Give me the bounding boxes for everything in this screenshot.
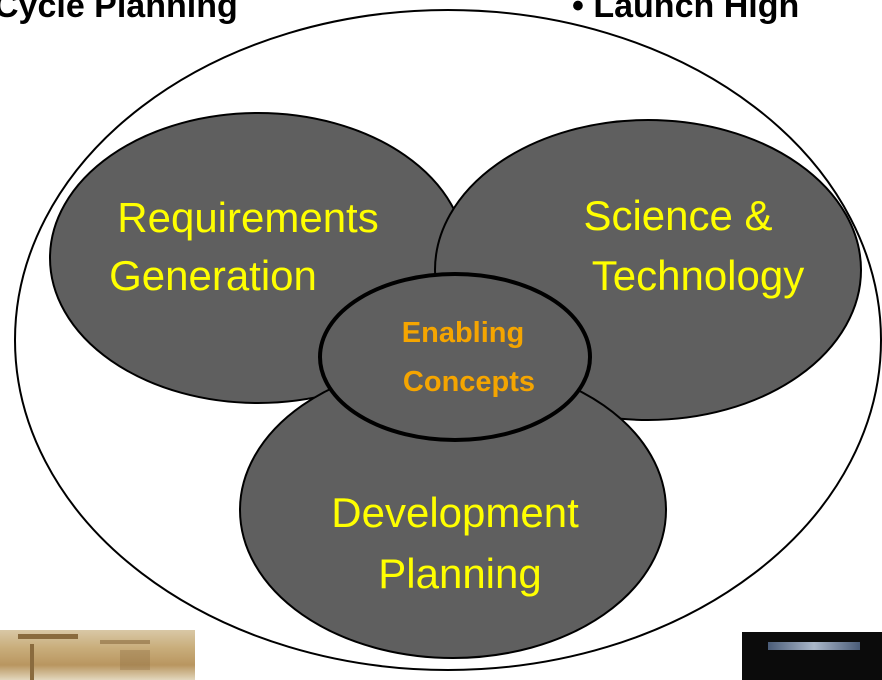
- bottom-right-photo: [742, 632, 882, 680]
- development-label-line1: Development: [331, 489, 579, 536]
- science-label-line1: Science &: [583, 192, 772, 239]
- top-left-heading: Cycle Planning: [0, 0, 238, 25]
- requirements-label-line2: Generation: [109, 252, 317, 299]
- bottom-left-photo: [0, 630, 195, 680]
- development-label-line2: Planning: [378, 550, 541, 597]
- top-right-heading: • Launch High: [572, 0, 800, 25]
- center-label-line1: Enabling: [402, 317, 524, 349]
- science-label-line2: Technology: [592, 252, 804, 299]
- center-label-line2: Concepts: [403, 366, 535, 398]
- requirements-label-line1: Requirements: [117, 194, 378, 241]
- center-circle: [318, 272, 592, 442]
